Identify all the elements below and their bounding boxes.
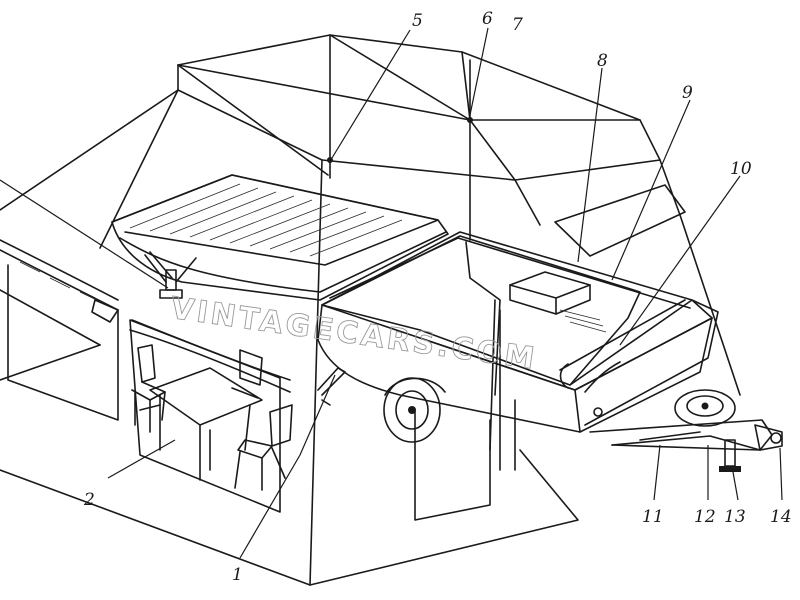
wheel bbox=[383, 377, 446, 443]
drawbar bbox=[589, 419, 773, 451]
callout-5: 5 bbox=[412, 11, 423, 31]
callout-12: 12 bbox=[694, 507, 716, 527]
callout-2: 2 bbox=[83, 490, 95, 510]
tent-stake-left bbox=[317, 367, 346, 406]
callout-labels: 1 2 5 6 7 8 9 10 11 12 13 14 bbox=[83, 9, 792, 585]
inner-pole bbox=[465, 241, 501, 471]
callout-1: 1 bbox=[232, 565, 243, 585]
leader-lines bbox=[0, 27, 783, 559]
tent-body bbox=[0, 34, 741, 586]
front-door bbox=[414, 399, 516, 521]
callout-13: 13 bbox=[724, 507, 746, 527]
trailer-tub bbox=[317, 231, 719, 433]
raised-lid bbox=[111, 174, 449, 301]
interior-window bbox=[129, 319, 291, 513]
mattress-box bbox=[509, 271, 607, 333]
callout-9: 9 bbox=[682, 83, 693, 103]
callout-7: 7 bbox=[512, 15, 523, 35]
left-wall-opening bbox=[0, 239, 119, 421]
callout-11: 11 bbox=[642, 507, 664, 527]
jack-stand bbox=[719, 439, 741, 472]
callout-10: 10 bbox=[730, 159, 752, 179]
folding-chair-back bbox=[231, 349, 263, 399]
hitch-coupling bbox=[754, 424, 783, 451]
callout-6: 6 bbox=[482, 9, 493, 29]
callout-14: 14 bbox=[770, 507, 792, 527]
lid-support-left bbox=[144, 251, 197, 299]
spare-wheel bbox=[674, 389, 736, 427]
folding-chair-left bbox=[131, 344, 166, 433]
folding-chair-right bbox=[234, 404, 293, 491]
folding-table bbox=[149, 367, 263, 481]
callout-8: 8 bbox=[597, 51, 608, 71]
